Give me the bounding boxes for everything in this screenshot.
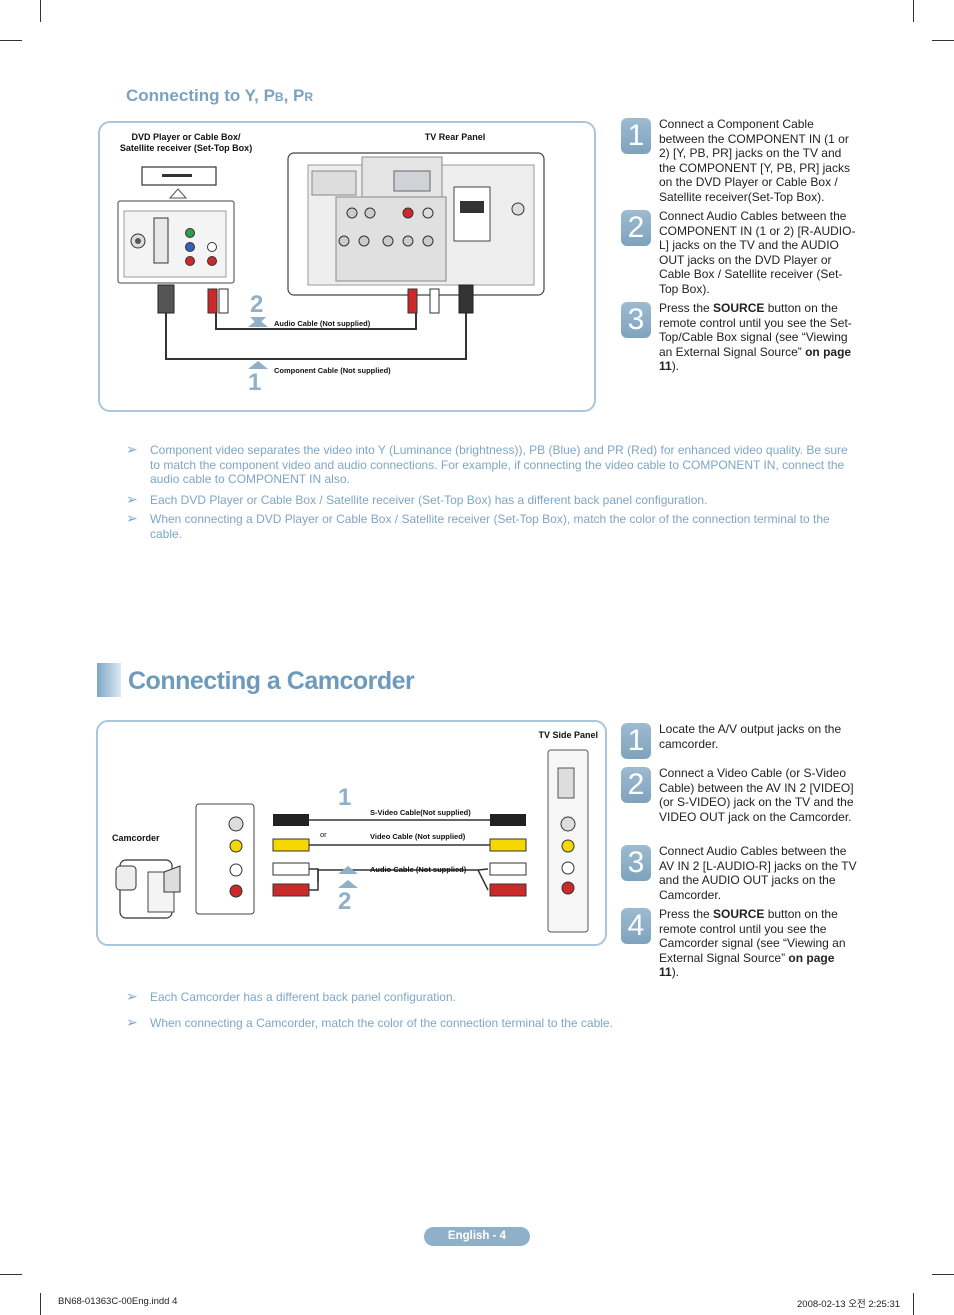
diagram-step-2: 2 [250,291,264,318]
note-arrow-icon: ➢ [126,988,138,1004]
tv-side-panel-label: TV Side Panel [538,730,598,740]
note-component-3: ➢ When connecting a DVD Player or Cable B… [126,511,850,541]
step-text-2: Connect a Video Cable (or S-Video Cable)… [659,766,854,824]
page-number-badge: English - 4 [424,1227,530,1246]
step-number-3: 3 [621,302,651,338]
note-camcorder-2: ➢ When connecting a Camcorder, match the … [126,1015,850,1031]
note-text: Each Camcorder has a different back pane… [150,990,456,1004]
component-cable-label: Component Cable (Not supplied) [274,366,391,375]
step4-page-ref: on page 11 [659,950,835,980]
crop-mark [0,40,22,41]
diagram-step-2: 2 [338,888,352,915]
step4-text-post: ). [671,965,680,979]
step-text-1: Connect a Component Cable between the CO… [659,117,850,204]
step-text-3: Press the SOURCE button on the remote co… [659,301,857,374]
title-subscript-r: R [304,90,314,104]
component-connection-illustration [117,152,545,369]
title-text: Connecting to Y, P [126,86,275,105]
section-title-camcorder: Connecting a Camcorder [128,667,415,695]
step-text-1: Locate the A/V output jacks on the camco… [659,722,842,751]
step-number-2: 2 [621,767,651,803]
step-number-1: 1 [621,118,651,154]
footer-file-name: BN68-01363C-00Eng.indd 4 [58,1296,178,1307]
step4-text-mid: button on the remote control until you s… [659,907,846,965]
step4-source-bold: SOURCE [713,907,765,921]
note-text: When connecting a DVD Player or Cable Bo… [150,512,830,541]
step3-text-pre: Press the [659,301,714,315]
title-separator: , P [283,86,305,105]
diagram-step-1: 1 [248,369,262,396]
note-component-2: ➢ Each DVD Player or Cable Box / Satellit… [126,492,850,508]
step3-page-ref: on page 11 [659,344,852,374]
step-number-3: 3 [621,845,651,881]
section-title-component: Connecting to Y, PB, PR [126,86,313,106]
crop-mark [913,0,914,22]
step-number-4: 4 [621,908,651,944]
step3-text-post: ). [671,359,680,373]
component-diagram-panel: DVD Player or Cable Box/ Satellite recei… [98,121,596,412]
crop-mark [40,0,41,22]
step3-source-bold: SOURCE [713,301,765,315]
step-text-2: Connect Audio Cables between the COMPONE… [659,209,856,296]
video-cable-label: Video Cable (Not supplied) [370,832,466,841]
dvd-label: DVD Player or Cable Box/ Satellite recei… [106,132,266,154]
dvd-label-line1: DVD Player or Cable Box/ [131,132,241,142]
camcorder-diagram-panel: TV Side Panel Camcorder [96,720,607,946]
step3-text-mid: button on the remote control until you s… [659,301,852,359]
step-number-2: 2 [621,210,651,246]
camcorder-label: Camcorder [112,833,160,843]
section-title-bar [97,663,121,697]
camcorder-connection-illustration [115,749,589,933]
footer-date: 2008-02-13 오전 2:25:31 [797,1299,901,1310]
note-arrow-icon: ➢ [126,510,138,526]
note-text: Component video separates the video into… [150,443,848,486]
note-camcorder-1: ➢ Each Camcorder has a different back pan… [126,989,850,1005]
note-text: When connecting a Camcorder, match the c… [150,1016,613,1030]
tv-rear-panel-label: TV Rear Panel [424,132,486,142]
step-number-1: 1 [621,723,651,759]
note-arrow-icon: ➢ [126,491,138,507]
note-component-1: ➢ Component video separates the video int… [126,442,850,487]
svideo-cable-label: S-Video Cable(Not supplied) [370,808,471,817]
dvd-label-line2: Satellite receiver (Set-Top Box) [119,143,253,153]
step4-text-pre: Press the [659,907,714,921]
crop-mark [40,1293,41,1315]
note-text: Each DVD Player or Cable Box / Satellite… [150,493,708,507]
crop-mark [932,1274,954,1275]
audio-cable-label: Audio Cable (Not supplied) [274,319,371,328]
or-label: or [320,830,327,839]
crop-mark [932,40,954,41]
step-text-3: Connect Audio Cables between the AV IN 2… [659,844,857,902]
note-arrow-icon: ➢ [126,441,138,457]
crop-mark [0,1274,22,1275]
step-text-4: Press the SOURCE button on the remote co… [659,907,857,980]
audio-cable-label: Audio Cable (Not supplied) [370,865,467,874]
crop-mark [913,1293,914,1315]
diagram-step-1: 1 [338,784,352,811]
note-arrow-icon: ➢ [126,1014,138,1030]
title-subscript-b: B [274,90,284,104]
